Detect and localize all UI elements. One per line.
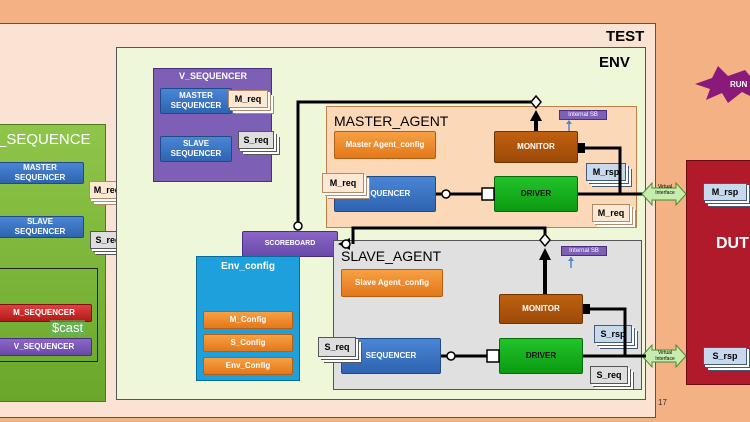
master-agent-title: MASTER_AGENT: [334, 113, 449, 129]
slave-monitor: MONITOR: [499, 294, 583, 324]
virtual-interface-master-label: Virtual Interface: [655, 184, 675, 196]
env-config-title: Env_config: [221, 261, 275, 272]
master-monitor: MONITOR: [494, 131, 578, 163]
env-config-item-s-config: S_Config: [203, 334, 293, 352]
master-m-rsp-packet: M_rsp: [586, 163, 626, 181]
slave-agent-config: Slave Agent_config: [341, 269, 443, 297]
slave-s-req-packet-right: S_req: [590, 366, 628, 384]
left-master-sequencer: MASTER SEQUENCER: [0, 162, 84, 184]
left-v-sequencer: V_SEQUENCER: [0, 338, 92, 356]
v-sequencer-box: [153, 68, 272, 182]
slave-driver: DRIVER: [499, 338, 583, 374]
test-label: TEST: [606, 28, 645, 45]
slave-sequencer: SEQUENCER: [341, 338, 441, 374]
env-label: ENV: [599, 54, 630, 71]
scoreboard: SCOREBOARD: [242, 231, 338, 257]
master-agent-config: Master Agent_config: [334, 131, 436, 159]
page-number: 17: [658, 398, 667, 407]
virtual-interface-slave-label: Virtual Interface: [655, 350, 675, 362]
vs-slave-sequencer: SLAVE SEQUENCER: [160, 136, 232, 162]
slave-s-req-packet-left: S_req: [318, 337, 356, 357]
dut-label: DUT: [716, 235, 749, 252]
virtual-sequence-box: [0, 268, 98, 362]
slave-agent-title: SLAVE_AGENT: [341, 248, 442, 264]
dut-m-rsp-packet: M_rsp: [703, 183, 747, 201]
run-label: RUN: [730, 80, 748, 89]
sequence-panel-title: _SEQUENCE: [0, 131, 91, 148]
cast-label: $cast: [50, 320, 86, 335]
env-config-item-env-config: Env_Config: [203, 357, 293, 375]
master-m-req-packet-left: M_req: [322, 173, 364, 193]
slave-internal-sb: Internal SB: [561, 246, 607, 256]
master-driver: DRIVER: [494, 176, 578, 212]
slave-s-rsp-packet: S_rsp: [594, 325, 632, 343]
vs-master-sequencer: MASTER SEQUENCER: [160, 88, 232, 114]
master-m-req-packet-right: M_req: [592, 204, 630, 222]
master-internal-sb: Internal SB: [559, 110, 607, 120]
vs-m-req-packet: M_req: [228, 90, 268, 108]
dut-s-rsp-packet: S_rsp: [703, 347, 747, 365]
left-m-sequencer: M_SEQUENCER: [0, 304, 92, 322]
v-sequencer-title: V_SEQUENCER: [178, 71, 248, 81]
left-slave-sequencer: SLAVE SEQUENCER: [0, 216, 84, 238]
env-config-item-m-config: M_Config: [203, 311, 293, 329]
vs-s-req-packet: S_req: [238, 131, 274, 149]
